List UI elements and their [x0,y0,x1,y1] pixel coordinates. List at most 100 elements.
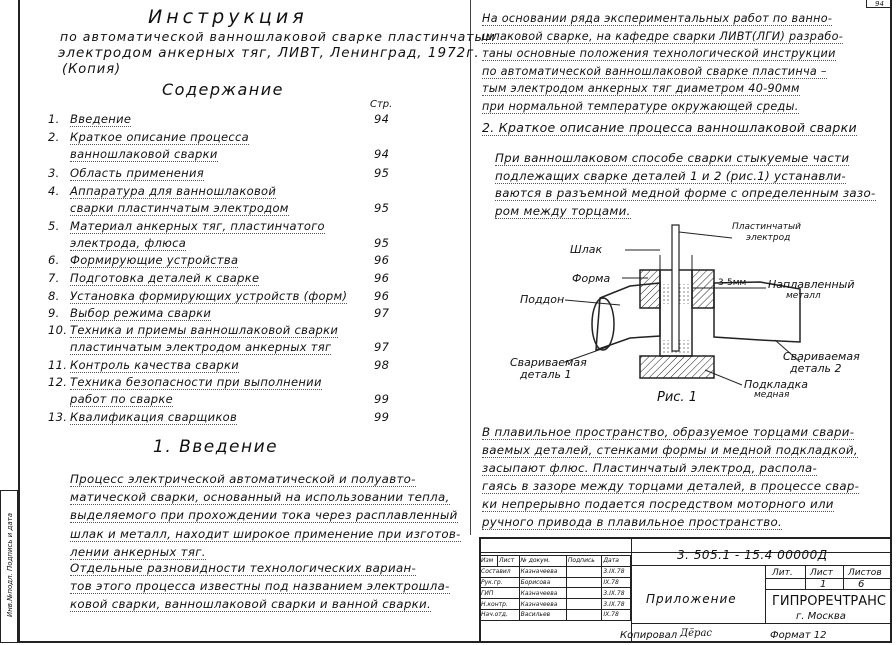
toc-item-title: Подготовка деталей к сварке [70,271,260,286]
toc-item-number: 9. [48,306,60,320]
stage-label: Лист [810,568,833,578]
stage-grid-line [843,566,844,589]
row-cell: Казначеева [518,598,567,610]
toc-item-title: Квалификация сварщиков [70,410,238,425]
toc-item-title: Выбор режима сварки [70,306,212,321]
figure-1 [564,224,801,386]
toc-item-title: Аппаратура для ваннoшлаковой [70,184,277,199]
column-divider [470,0,471,535]
toc-item-number: 10. [48,323,68,337]
toc-item-page: 98 [374,358,390,372]
text-line: лении анкерных тяг. [70,544,206,560]
toc-item-page: 97 [374,306,390,320]
text-line: засыпают флюс. Пластинчатый электрод, ра… [482,461,818,476]
figure-caption: Рис. 1 [657,390,697,405]
label-backing-2: медная [754,390,790,400]
table-header-cell: № докум. [518,555,567,567]
toc-item-title: Техника безопасности при выполнении [70,375,322,390]
toc-item-number: 12. [48,375,68,389]
toc-item-page: 97 [374,340,390,354]
toc-item-page: 99 [374,392,390,406]
row-cell: 3.IX.78 [601,565,631,578]
copied-label: Копировал [620,630,678,641]
side-stamp: Инв.№подл. Подпись и дата [0,490,18,643]
row-cell: 3.IX.78 [601,587,631,600]
side-stamp-sign: Подпись и дата [6,512,14,571]
section-2-title: 2. Краткое описание процесса ваннoшлаков… [482,120,857,136]
row-cell [565,587,603,600]
label-tray: Поддон [520,293,565,306]
role-cell: Составил [479,565,520,578]
toc-item-title: Формирующие устройства [70,253,239,268]
doc-code: 3. 505.1 - 15.4 00000Д [677,548,828,562]
role-cell: Н.контр. [479,598,520,610]
toc-item-number: 5. [48,219,60,233]
toc-item-title-cont: сварки пластинчатым электродом [70,201,289,216]
role-cell: Рук.гр. [479,576,520,589]
text-line: ковой сварки, ваннoшлаковой сварки и ван… [70,597,432,613]
toc-item-title: Краткое описание процесса [70,130,249,145]
sheet-number: 94 [875,0,884,8]
form-left [639,269,661,309]
toc-item-page: 95 [374,166,390,180]
role-cell: Нач.отд. [479,608,520,621]
label-electrode-1: Пластинчатый [732,222,801,232]
toc-item-page: 94 [374,147,390,161]
copier-signature: Дёрас [680,628,713,639]
row-cell [565,576,603,589]
label-deposited-2: металл [786,291,821,301]
org-city: г. Москва [796,611,846,622]
row-cell: IX.78 [601,608,631,621]
text-line: На основании ряда экспериментальных рабо… [482,12,833,26]
stage-value: 6 [858,579,865,590]
contents-title: Содержание [162,80,284,99]
toc-item-page: 95 [374,236,390,250]
toc-item-page: 96 [374,271,390,285]
toc-item-number: 13. [48,410,68,424]
label-backing-1: Подкладка [744,378,809,391]
doc-subtitle-2: электродом анкерных тяг, ЛИВТ, Ленинград… [58,45,480,61]
role-cell: ГИП [479,587,520,600]
doc-subtitle-1: по автоматической ванношлаковой сварке п… [60,29,496,44]
toc-item-number: 1. [48,112,60,126]
label-part-2-b: деталь 2 [790,362,842,375]
org-name: ГИПРОРЕЧТРАНС [772,594,886,609]
stage-label: Лит. [772,568,793,578]
copy-note: (Копия) [62,62,122,77]
toc-item-title-cont: электрода, флюса [70,236,187,251]
label-slag: Шлак [570,243,603,256]
table-header-cell: Дата [601,555,631,567]
intro-title: 1. Введение [153,437,279,457]
toc-item-title: Введение [70,112,132,127]
doc-title: Инструкция [148,6,308,28]
toc-item-title: Материал анкерных тяг, пластинчатого [70,219,325,234]
toc-item-number: 8. [48,289,60,303]
row-cell [565,608,603,621]
toc-item-title: Установка формирующих устройств (форм) [70,289,348,304]
sheet-number-box: 94 [866,0,892,8]
format-label: Формат 12 [770,630,827,641]
text-line: по автоматической ваннoшлаковой сварке п… [482,64,827,79]
toc-item-title: Техника и приемы ваннoшлаковой сварки [70,323,339,338]
stage-grid-line [766,578,892,579]
page-frame [18,0,892,643]
text-line: таны основные положения технологической … [482,47,836,62]
text-line: тов этого процесса известны под название… [70,579,450,595]
label-gap: 3-5мм [718,278,747,288]
text-line: подлежащих сварке деталей 1 и 2 (рис.1) … [495,168,846,184]
row-cell: Борисова [518,576,567,589]
toc-item-title-cont: ваннoшлаковой сварки [70,147,218,162]
toc-item-title-cont: работ по сварке [70,392,174,407]
backing-plate [639,355,715,379]
electrode [671,224,680,352]
label-form: Форма [572,272,611,285]
label-part-1-a: Свариваемая [510,356,587,369]
side-stamp-inv: Инв.№подл. [6,573,14,618]
toc-item-number: 2. [48,130,60,144]
toc-item-page: 94 [374,112,390,126]
text-line: выделяемого при прохождении тока через р… [70,508,458,524]
row-cell: 3.IX.78 [601,598,631,610]
label-part-1-b: деталь 1 [520,368,572,381]
